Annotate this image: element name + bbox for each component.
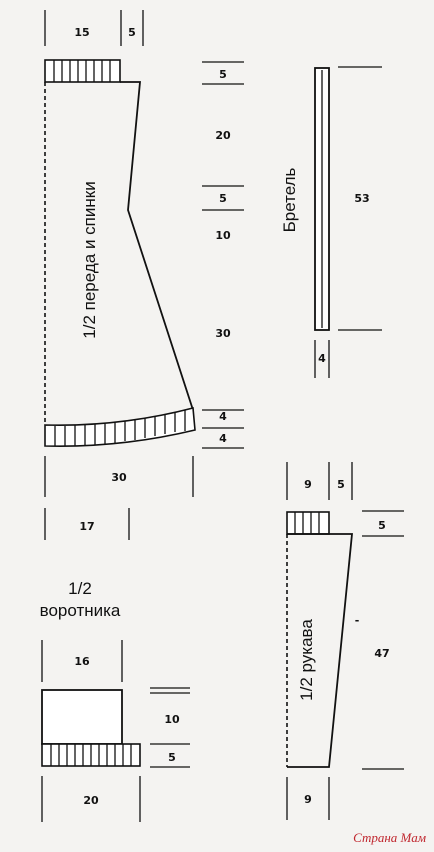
sleeve-label: 1/2 рукава (297, 619, 316, 701)
body-top-neck: 5 (128, 26, 136, 39)
collar-height: 10 (164, 713, 180, 726)
strap-label: Бретель (280, 167, 299, 232)
body-top-width: 15 (74, 26, 89, 39)
body-piece-label: 1/2 переда и спинки (80, 181, 99, 338)
body-waist-height: 5 (219, 192, 227, 205)
body-mid-height: 10 (215, 229, 231, 242)
collar-top-width: 16 (74, 655, 90, 668)
body-piece: 15 5 1/2 переда и спинки (44, 10, 244, 540)
collar-piece: 1/2 воротника 16 10 5 20 (40, 579, 190, 822)
sleeve-top-extra: 5 (337, 478, 345, 491)
collar-label-line1: 1/2 (68, 579, 92, 598)
body-upper-height: 20 (215, 129, 231, 142)
body-bottom-width: 30 (111, 471, 127, 484)
collar-label-line2: воротника (40, 601, 121, 620)
sleeve-bottom-width: 9 (304, 793, 312, 806)
body-hem-width: 17 (79, 520, 94, 533)
watermark-text: Страна Мам (353, 830, 426, 845)
body-lower-height: 30 (215, 327, 231, 340)
strap-width: 4 (318, 352, 326, 365)
body-hem-height-a: 4 (219, 410, 227, 423)
collar-bottom-width: 20 (83, 794, 99, 807)
body-hem-height-b: 4 (219, 432, 227, 445)
strap-length: 53 (354, 192, 369, 205)
body-shoulder-height: 5 (219, 68, 227, 81)
sleeve-length: 47 (374, 647, 389, 660)
sleeve-cuff-height: 5 (378, 519, 386, 532)
sleeve-piece: 9 5 1/2 рукава 5 47 - 9 (286, 462, 404, 820)
strap-piece: 53 Бретель 4 (280, 66, 382, 378)
sleeve-top-width: 9 (304, 478, 312, 491)
sleeve-dash-mark: - (355, 614, 360, 627)
collar-rib-height: 5 (168, 751, 176, 764)
